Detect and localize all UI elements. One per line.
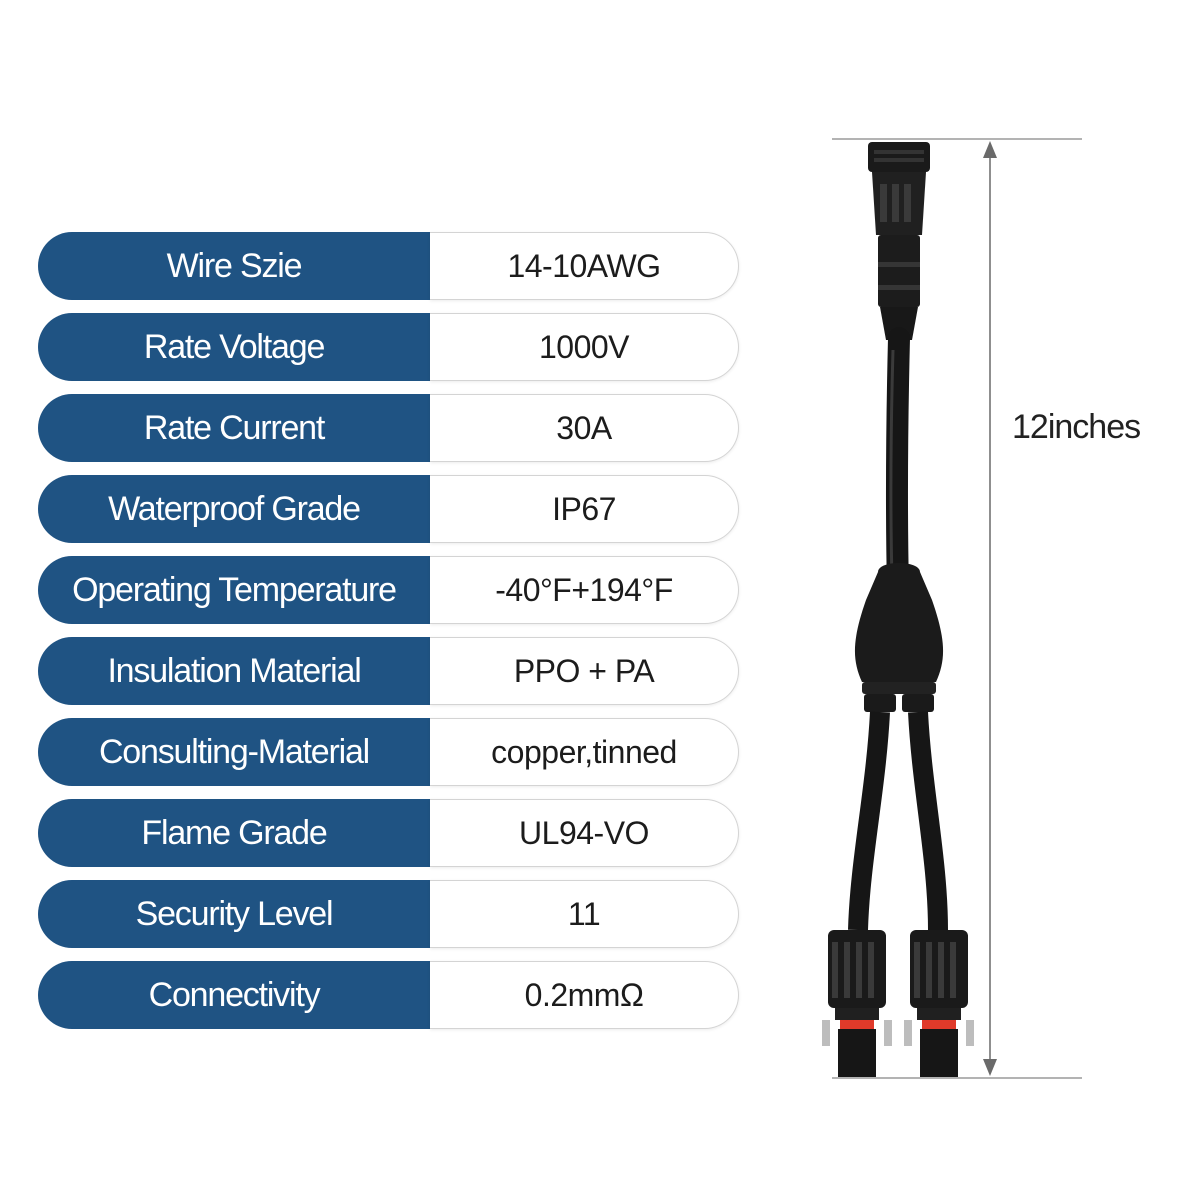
- spec-label: Connectivity: [38, 961, 430, 1029]
- spec-value: 14-10AWG: [430, 232, 739, 300]
- spec-value: UL94-VO: [430, 799, 739, 867]
- spec-label: Wire Szie: [38, 232, 430, 300]
- spec-value: IP67: [430, 475, 739, 543]
- spec-value: -40°F+194°F: [430, 556, 739, 624]
- spec-table: Wire Szie 14-10AWG Rate Voltage 1000V Ra…: [38, 232, 740, 1042]
- y-junction: [854, 563, 944, 712]
- spec-row-security-level: Security Level 11: [38, 880, 740, 948]
- spec-value: copper,tinned: [430, 718, 739, 786]
- spec-label: Consulting-Material: [38, 718, 430, 786]
- spec-value: PPO + PA: [430, 637, 739, 705]
- top-connector: [868, 142, 930, 340]
- spec-label: Rate Current: [38, 394, 430, 462]
- spec-row-connectivity: Connectivity 0.2mmΩ: [38, 961, 740, 1029]
- spec-row-operating-temperature: Operating Temperature -40°F+194°F: [38, 556, 740, 624]
- spec-value: 11: [430, 880, 739, 948]
- spec-label: Waterproof Grade: [38, 475, 430, 543]
- spec-label: Security Level: [38, 880, 430, 948]
- spec-value: 1000V: [430, 313, 739, 381]
- spec-label: Rate Voltage: [38, 313, 430, 381]
- spec-label: Operating Temperature: [38, 556, 430, 624]
- spec-row-waterproof-grade: Waterproof Grade IP67: [38, 475, 740, 543]
- spec-row-insulation-material: Insulation Material PPO + PA: [38, 637, 740, 705]
- spec-value: 0.2mmΩ: [430, 961, 739, 1029]
- spec-label: Insulation Material: [38, 637, 430, 705]
- spec-value: 30A: [430, 394, 739, 462]
- spec-row-wire-size: Wire Szie 14-10AWG: [38, 232, 740, 300]
- right-branch-cable: [908, 711, 948, 931]
- spec-label: Flame Grade: [38, 799, 430, 867]
- spec-row-flame-grade: Flame Grade UL94-VO: [38, 799, 740, 867]
- length-label: 12inches: [1012, 408, 1141, 446]
- arrow-down-icon: [983, 1059, 997, 1076]
- spec-row-consulting-material: Consulting-Material copper,tinned: [38, 718, 740, 786]
- left-bottom-connector: [822, 930, 892, 1077]
- arrow-up-icon: [983, 141, 997, 158]
- spec-row-rate-current: Rate Current 30A: [38, 394, 740, 462]
- dimension-indicator: [832, 138, 1082, 1079]
- spec-row-rate-voltage: Rate Voltage 1000V: [38, 313, 740, 381]
- left-branch-cable: [848, 711, 890, 931]
- upper-cable: [885, 327, 910, 601]
- right-bottom-connector: [904, 930, 974, 1077]
- y-branch-cable-image: [822, 138, 1082, 1079]
